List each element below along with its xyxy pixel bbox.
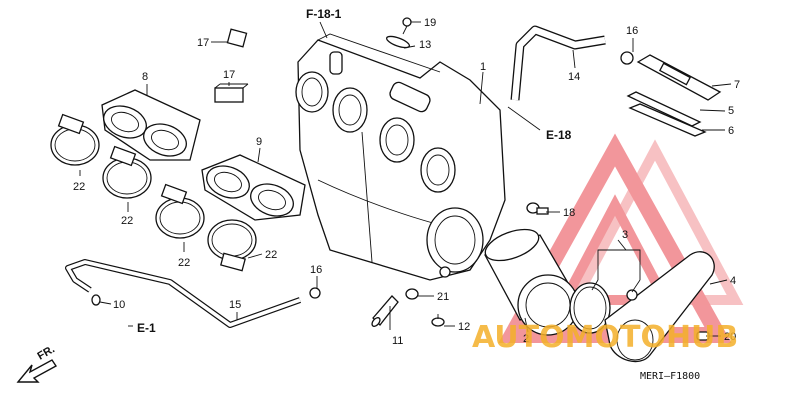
intake-duct-8 [101, 89, 201, 161]
front-direction-label: FR. [36, 343, 57, 362]
part-label-13: 13 [419, 39, 431, 51]
hose-clamp-22d [207, 219, 257, 272]
part-label-12: 12 [458, 321, 470, 333]
part-label-5: 5 [728, 105, 734, 117]
part-label-22a: 22 [73, 181, 85, 193]
drain-plug-11 [371, 295, 399, 327]
part-label-17b: 17 [223, 69, 235, 81]
part-label-7: 7 [734, 79, 740, 91]
part-label-16a: 16 [626, 25, 638, 37]
part-label-21: 21 [437, 291, 449, 303]
screw-19 [402, 17, 412, 35]
foam-pad-17a [226, 28, 248, 48]
part-label-17a: 17 [197, 37, 209, 49]
part-label-19: 19 [424, 17, 436, 29]
cover-plate-7 [636, 54, 722, 101]
part-label-4: 4 [730, 275, 736, 287]
ref-e-18: E-18 [546, 128, 572, 142]
part-label-20: 20 [724, 331, 736, 343]
part-label-9: 9 [256, 136, 262, 148]
small-ring-16 [620, 51, 634, 65]
part-label-22c: 22 [178, 257, 190, 269]
leader-lines [79, 21, 732, 337]
hose-clamp-22c [155, 183, 205, 239]
ref-e-1: E-1 [137, 321, 156, 335]
part-label-10: 10 [113, 299, 125, 311]
foam-pad-17b [214, 83, 249, 103]
air-cleaner-housing [295, 33, 506, 281]
watermark-text: AUTOMOTOHUB [472, 320, 738, 355]
ref-f-18-1: F-18-1 [306, 7, 342, 21]
part-label-14: 14 [568, 71, 580, 83]
part-label-16b: 16 [310, 264, 322, 276]
part-label-18: 18 [563, 207, 575, 219]
intake-duct-9 [201, 154, 306, 221]
clip-10 [91, 294, 101, 306]
hose-clamp-22a [50, 113, 100, 166]
part-label-15: 15 [229, 299, 241, 311]
part-label-22d: 22 [265, 249, 277, 261]
clip-13 [385, 35, 411, 49]
air-filter-element [484, 228, 579, 336]
bolt-18 [526, 202, 549, 215]
front-direction-arrow [16, 359, 58, 383]
hose-clamp-22b [102, 145, 152, 199]
drain-tube-15 [65, 259, 302, 328]
part-label-2: 2 [523, 333, 529, 345]
bolt-12 [431, 314, 445, 327]
part-label-11: 11 [392, 335, 403, 347]
part-label-8: 8 [142, 71, 148, 83]
air-cleaner-cover [604, 251, 715, 363]
diagram-code: MERI–F1800 [640, 371, 700, 382]
seal-ring [569, 282, 611, 334]
ring-16b [309, 287, 321, 299]
part-label-1: 1 [480, 61, 486, 73]
part-label-22b: 22 [121, 215, 133, 227]
gasket-5 [626, 91, 702, 127]
part-label-3: 3 [622, 229, 628, 241]
part-label-6: 6 [728, 125, 734, 137]
breather-tube-14 [510, 25, 606, 101]
cover-plate-6 [628, 103, 707, 137]
clip-21 [405, 288, 419, 300]
